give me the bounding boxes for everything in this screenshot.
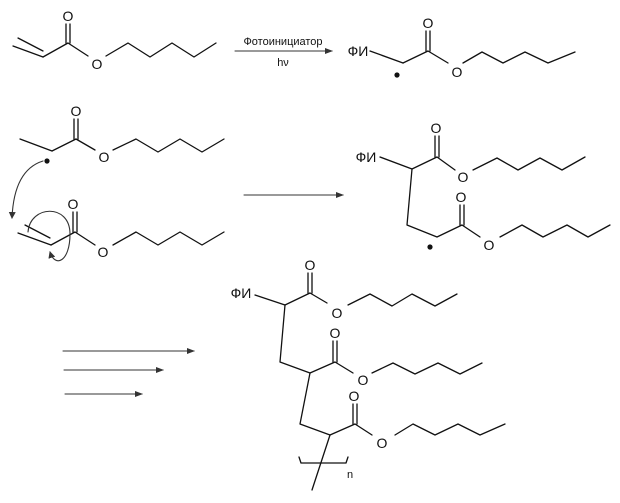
carbonyl-oxygen: O: [68, 196, 79, 212]
ester-oxygen: O: [358, 372, 369, 388]
carbonyl-oxygen: O: [305, 257, 316, 273]
carbonyl-oxygen: O: [330, 325, 341, 341]
initiator-label: ФИ: [231, 285, 252, 301]
electron-arrow-double-bond: [27, 210, 71, 262]
carbonyl-oxygen: O: [431, 120, 442, 136]
radical-dot: [394, 72, 400, 78]
ester-oxygen: O: [458, 169, 469, 185]
initiator-label: ФИ: [356, 149, 377, 165]
polymer-chain: ФИ O O O O O O n: [231, 257, 506, 491]
ester-oxygen: O: [98, 244, 109, 260]
initiated-radical: ФИ O O: [348, 15, 576, 80]
ester-oxygen: O: [484, 237, 495, 253]
initiation-arrow: Фотоинициатор hν: [234, 36, 333, 69]
ester-oxygen: O: [99, 149, 110, 165]
radical-dot: [44, 158, 50, 164]
electron-arrow-radical: [8, 160, 44, 219]
ester-oxygen: O: [452, 64, 463, 80]
carbonyl-oxygen: O: [349, 388, 360, 404]
reagent-label: Фотоинициатор: [243, 36, 322, 48]
dimer-radical: ФИ O O O O: [356, 120, 611, 253]
carbonyl-oxygen: O: [456, 189, 467, 205]
repeat-bracket: [298, 456, 349, 464]
carbonyl-oxygen: O: [63, 8, 74, 24]
monomer-attacked: O O: [17, 196, 225, 260]
chain-growth-arrows: [62, 348, 195, 397]
radical-species: O O: [19, 103, 225, 165]
radical-dot: [427, 244, 433, 250]
carbonyl-oxygen: O: [71, 103, 82, 119]
initiator-label: ФИ: [348, 43, 369, 59]
monomer-pentyl-acrylate: O O: [12, 8, 217, 72]
ester-oxygen: O: [377, 435, 388, 451]
condition-label: hν: [277, 57, 289, 69]
ester-oxygen: O: [92, 56, 103, 72]
ester-oxygen: O: [332, 305, 343, 321]
repeat-index: n: [347, 469, 353, 481]
carbonyl-oxygen: O: [423, 15, 434, 31]
